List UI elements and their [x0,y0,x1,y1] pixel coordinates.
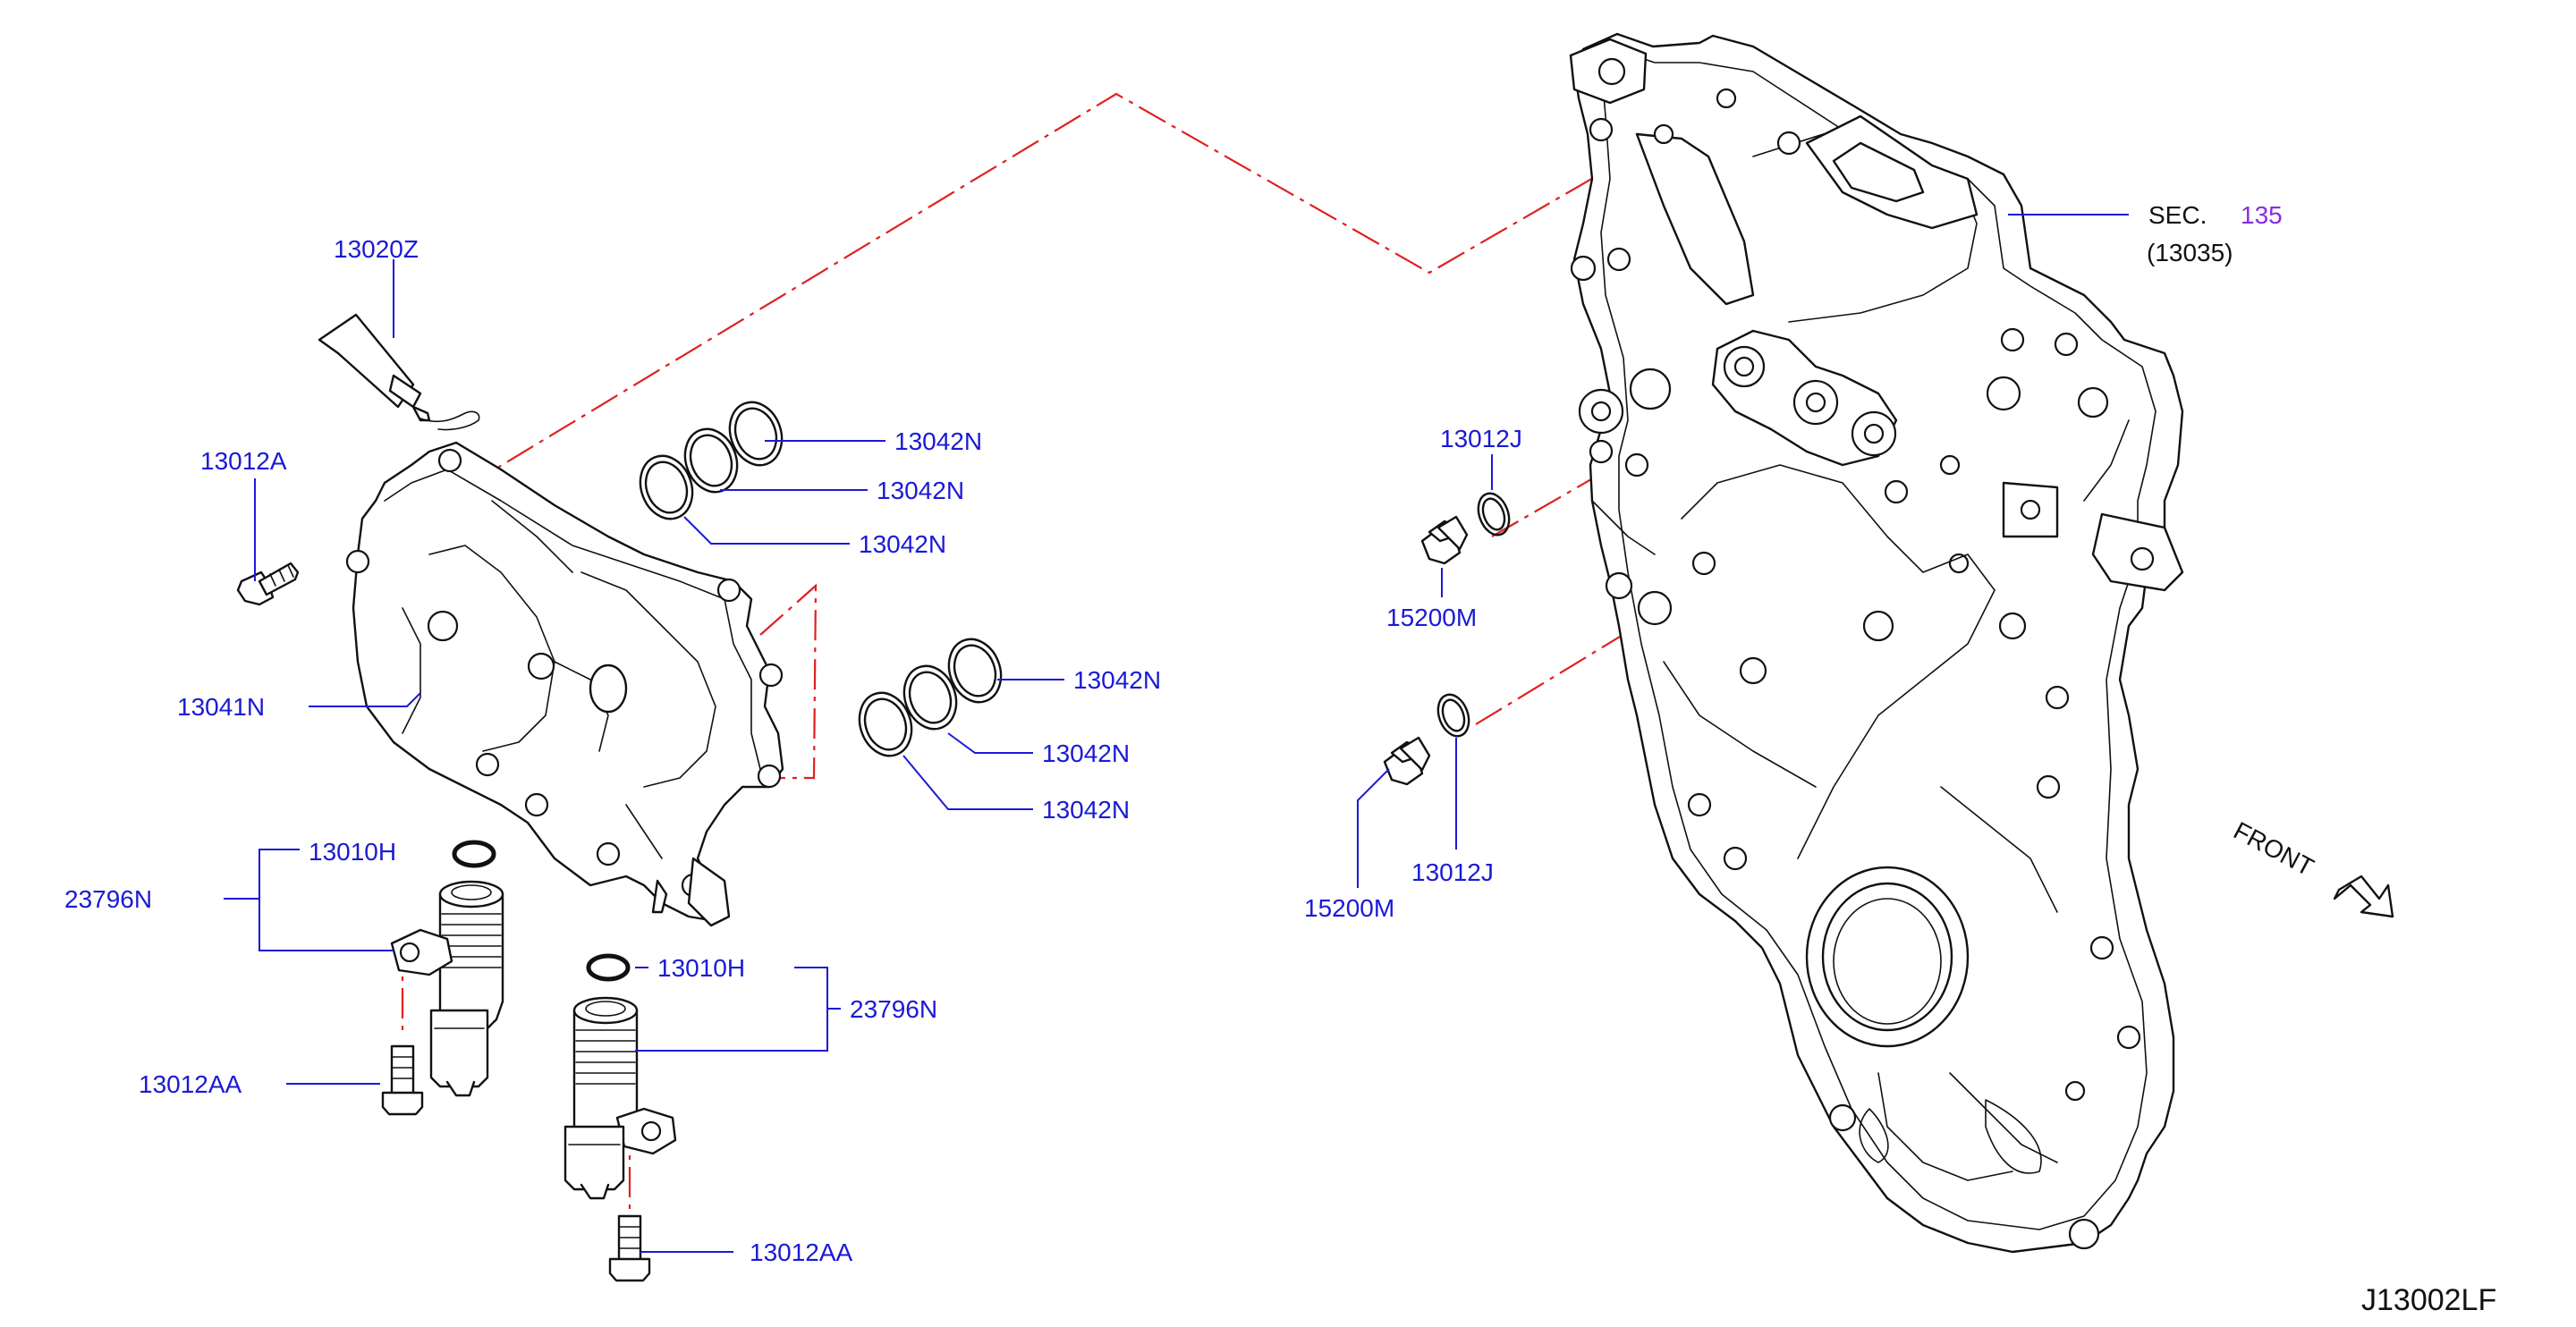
washers [1436,492,1511,738]
valve-bolts [381,1044,651,1282]
callout-washer-2: 13012J [1411,858,1494,886]
callout-bolt-valve-2: 13012AA [750,1238,853,1266]
callout-seal-2: 13042N [877,477,964,504]
section-ref-prefix: SEC. [2148,201,2207,229]
valve-timing-cover [345,441,784,927]
o-rings [452,840,631,982]
callout-valve-2: 23796N [850,995,937,1023]
timing-chain-case [1569,32,2184,1254]
callout-seal-3: 13042N [859,530,946,558]
callout-seal-5: 13042N [1042,740,1130,767]
callout-cover: 13041N [177,693,265,721]
front-arrow-icon [2333,875,2394,918]
callout-oring-1: 13010H [309,838,396,866]
solenoid-valve-1 [390,880,504,1097]
solenoid-valve-2 [564,996,677,1200]
callout-oring-2: 13010H [657,954,745,982]
seal-rings [639,401,1003,757]
callout-seal-4: 13042N [1073,666,1161,694]
callout-sealant: 13020Z [334,235,419,263]
cover-bolt [236,562,300,606]
callout-seal-1: 13042N [894,427,982,455]
callout-seal-6: 13042N [1042,796,1130,824]
callout-washer-1: 13012J [1440,425,1522,452]
sealant-tube [318,313,480,431]
leader-lines [224,214,2129,1253]
callout-plug-2: 15200M [1304,894,1394,922]
callout-valve-1: 23796N [64,885,152,913]
section-ref-part: (13035) [2147,239,2233,266]
plugs [1383,515,1469,786]
callout-bolt-cover: 13012A [200,447,287,475]
callout-bolt-valve-1: 13012AA [139,1070,242,1098]
diagram-reference-code: J13002LF [2361,1283,2496,1317]
section-ref-link[interactable]: 135 [2241,201,2283,229]
callout-plug-1: 15200M [1386,604,1477,631]
front-label: FRONT [2229,816,2318,882]
front-direction-indicator: FRONT [2229,816,2394,918]
callout-labels: 13020Z 13012A 13042N 13042N 13042N 13042… [64,201,2496,1317]
